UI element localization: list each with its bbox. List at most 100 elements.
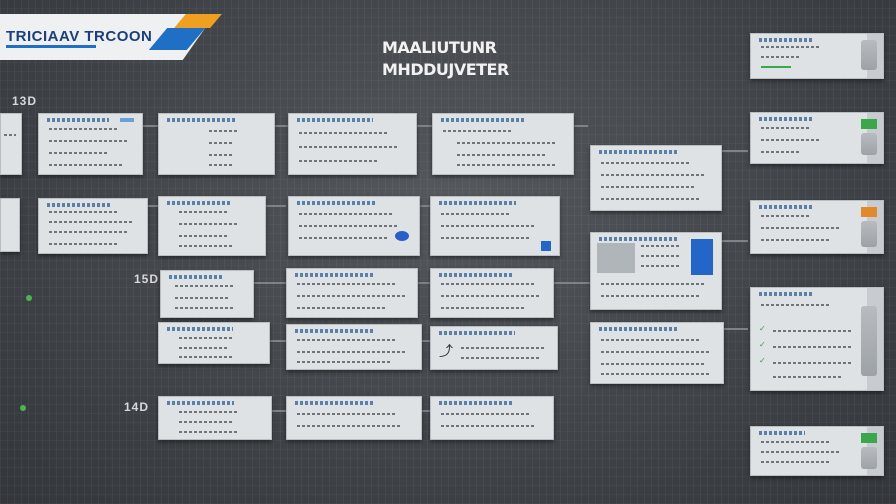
connector bbox=[268, 410, 286, 412]
text-line bbox=[179, 356, 234, 358]
text-line bbox=[601, 174, 706, 176]
text-line bbox=[179, 223, 239, 225]
text-line bbox=[179, 411, 239, 413]
text-line bbox=[179, 245, 234, 247]
text-line bbox=[601, 283, 706, 285]
text-line bbox=[601, 295, 701, 297]
text-line bbox=[297, 351, 407, 353]
panel-card[interactable] bbox=[286, 324, 422, 370]
status-indicator bbox=[861, 433, 877, 443]
text-line bbox=[297, 361, 392, 363]
card-header bbox=[441, 118, 525, 122]
panel-card[interactable] bbox=[160, 270, 254, 318]
text-line bbox=[179, 431, 239, 433]
card-header bbox=[439, 331, 515, 335]
text-line bbox=[457, 154, 547, 156]
text-line bbox=[457, 142, 557, 144]
panel-card[interactable] bbox=[158, 322, 270, 364]
text-line bbox=[761, 56, 801, 58]
panel-card[interactable] bbox=[158, 196, 266, 256]
panel-card[interactable]: ✓ ✓ ✓ bbox=[750, 287, 884, 391]
brand-logo-text: TRICIAAV TRCOON bbox=[6, 28, 153, 45]
card-header bbox=[167, 201, 231, 205]
text-line bbox=[761, 66, 791, 68]
text-line bbox=[49, 128, 119, 130]
text-line bbox=[441, 413, 531, 415]
panel-card[interactable] bbox=[750, 200, 884, 254]
checkmark-icon: ✓ bbox=[759, 324, 766, 333]
text-line bbox=[761, 139, 821, 141]
card-header bbox=[297, 118, 374, 122]
panel-card[interactable] bbox=[432, 113, 574, 175]
card-header bbox=[439, 401, 513, 405]
text-line bbox=[601, 373, 711, 375]
text-line bbox=[641, 245, 681, 247]
text-line bbox=[175, 285, 235, 287]
panel-card[interactable] bbox=[158, 396, 272, 440]
panel-card[interactable] bbox=[590, 322, 724, 384]
text-line bbox=[179, 211, 229, 213]
status-block bbox=[691, 239, 713, 275]
text-line bbox=[601, 339, 701, 341]
connector bbox=[418, 205, 430, 207]
text-line bbox=[441, 295, 541, 297]
text-line bbox=[49, 140, 129, 142]
card-header bbox=[759, 117, 812, 121]
text-line bbox=[761, 215, 811, 217]
text-line bbox=[175, 307, 235, 309]
card-header bbox=[167, 327, 233, 331]
pin-icon bbox=[395, 231, 409, 241]
panel-card[interactable]: ⤴ bbox=[430, 326, 558, 370]
text-line bbox=[461, 357, 541, 359]
text-line bbox=[49, 221, 134, 223]
panel-card[interactable] bbox=[750, 112, 884, 164]
gauge-icon bbox=[861, 306, 877, 376]
status-dot bbox=[26, 295, 32, 301]
text-line bbox=[179, 347, 229, 349]
gauge-icon bbox=[861, 40, 877, 70]
panel-card[interactable] bbox=[430, 396, 554, 440]
panel-card[interactable] bbox=[288, 196, 420, 256]
panel-card[interactable] bbox=[0, 113, 22, 175]
connector bbox=[268, 340, 286, 342]
text-line bbox=[761, 46, 821, 48]
text-line bbox=[209, 130, 239, 132]
connector bbox=[272, 125, 288, 127]
card-header bbox=[599, 150, 677, 154]
status-block bbox=[541, 241, 551, 251]
text-line bbox=[297, 339, 397, 341]
card-header bbox=[439, 273, 513, 277]
text-line bbox=[4, 134, 16, 136]
connector bbox=[420, 340, 430, 342]
panel-card[interactable] bbox=[430, 268, 554, 318]
card-header bbox=[599, 327, 679, 331]
text-line bbox=[761, 127, 811, 129]
connector bbox=[146, 205, 158, 207]
panel-card[interactable] bbox=[286, 268, 418, 318]
text-line bbox=[773, 376, 843, 378]
text-line bbox=[641, 265, 681, 267]
row-label-3: 15D bbox=[134, 272, 160, 286]
panel-card[interactable] bbox=[0, 198, 20, 252]
panel-card[interactable] bbox=[288, 113, 417, 175]
panel-card[interactable] bbox=[158, 113, 275, 175]
panel-card[interactable] bbox=[750, 426, 884, 476]
panel-card[interactable] bbox=[430, 196, 560, 256]
text-line bbox=[773, 330, 851, 332]
text-line bbox=[773, 346, 851, 348]
panel-card[interactable] bbox=[286, 396, 422, 440]
text-line bbox=[601, 351, 711, 353]
connector bbox=[416, 282, 430, 284]
panel-card[interactable] bbox=[590, 232, 722, 310]
text-line bbox=[601, 363, 706, 365]
text-line bbox=[461, 347, 546, 349]
panel-card[interactable] bbox=[38, 198, 148, 254]
card-header bbox=[297, 201, 375, 205]
text-line bbox=[299, 213, 394, 215]
text-line bbox=[761, 441, 831, 443]
panel-card[interactable] bbox=[38, 113, 143, 175]
panel-card[interactable] bbox=[750, 33, 884, 79]
text-line bbox=[299, 237, 389, 239]
panel-card[interactable] bbox=[590, 145, 722, 211]
text-line bbox=[441, 425, 536, 427]
